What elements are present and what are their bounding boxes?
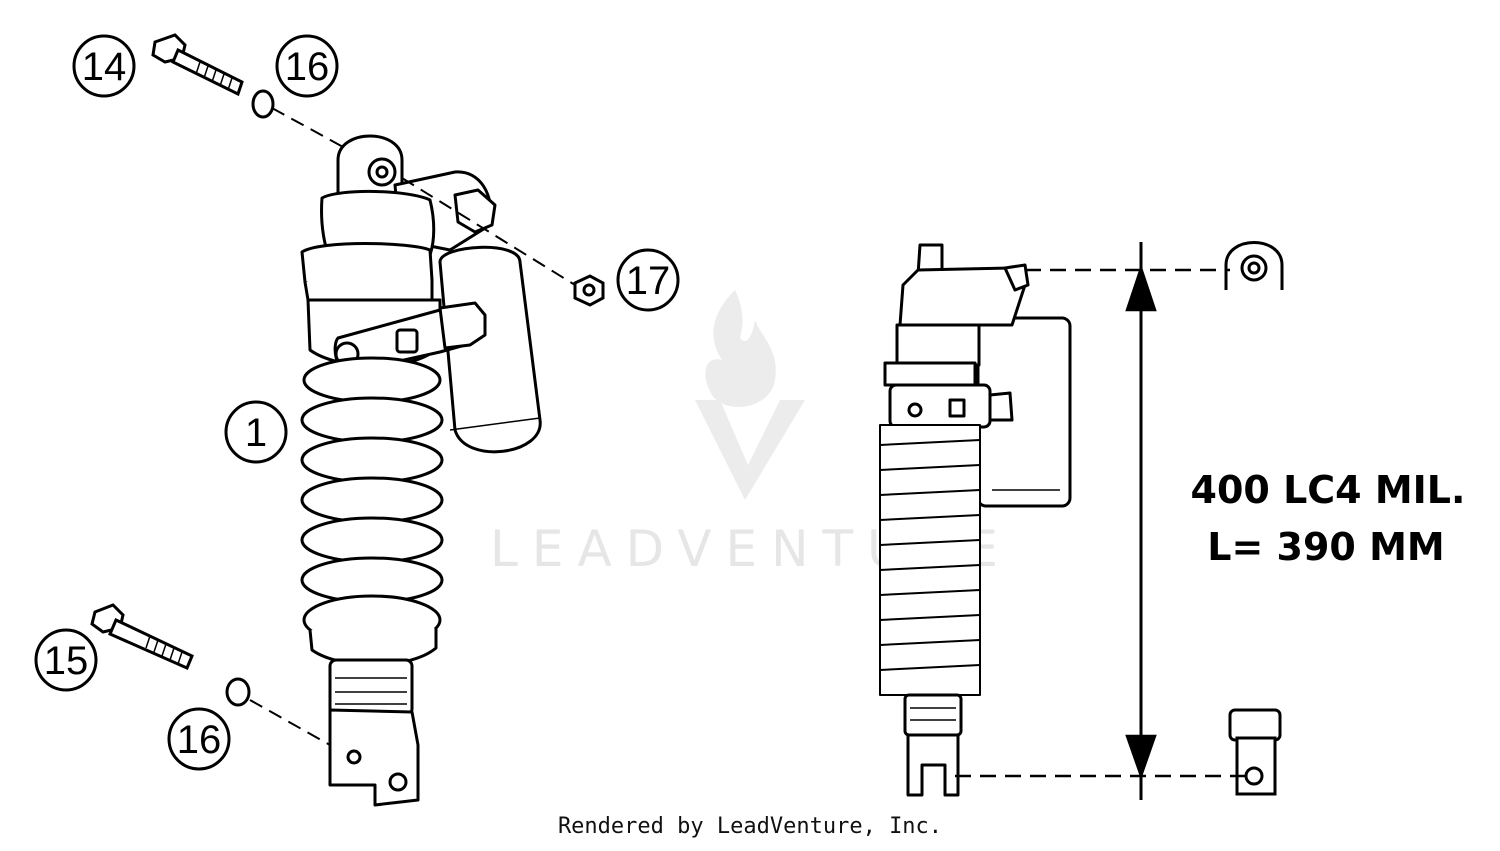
side-spring <box>879 424 981 696</box>
hardware <box>90 33 605 707</box>
callout-labels: 14 16 17 1 15 16 <box>44 45 671 762</box>
callout-16-top-circle <box>275 34 339 98</box>
spring <box>300 356 444 646</box>
callout-1-circle <box>224 400 288 464</box>
reservoir-body <box>438 245 542 454</box>
callout-17-circle <box>616 248 680 312</box>
dimension-arrow-bottom-icon <box>1125 734 1157 780</box>
callout-15-circle <box>34 628 98 692</box>
side-preload-collar <box>883 361 977 387</box>
side-view-shock <box>879 243 1072 797</box>
watermark-flame-icon <box>705 290 776 407</box>
reservoir-knob <box>453 188 497 234</box>
callouts <box>34 34 680 771</box>
spec-line-2: L= 390 MM <box>1207 525 1444 569</box>
mount-views <box>1224 241 1284 796</box>
bottom-mount-end-icon <box>1228 708 1282 742</box>
footer-credit: Rendered by LeadVenture, Inc. <box>557 814 943 839</box>
callout-14-circle <box>72 34 136 98</box>
callout-16-top: 16 <box>285 45 330 89</box>
length-dimension <box>955 242 1245 800</box>
callout-14: 14 <box>82 45 127 89</box>
lower-clevis <box>328 708 420 807</box>
callout-16-bottom: 16 <box>177 718 222 762</box>
exploded-shock <box>300 134 542 807</box>
callout-16-bottom-circle <box>167 707 231 771</box>
side-adjuster <box>888 383 992 429</box>
watermark-v-icon <box>695 400 805 500</box>
dimension-arrow-top-icon <box>1125 264 1157 312</box>
spec-line-1: 400 LC4 MIL. <box>1191 468 1466 512</box>
spec-label: 400 LC4 MIL. L= 390 MM <box>1191 468 1466 569</box>
washer-16-bottom <box>225 677 251 707</box>
callout-17: 17 <box>626 259 671 303</box>
lower-collar <box>328 658 414 717</box>
washer-16-top <box>251 89 275 119</box>
assembly-lines <box>249 107 576 746</box>
callout-15: 15 <box>44 639 89 683</box>
callout-1: 1 <box>245 411 267 455</box>
